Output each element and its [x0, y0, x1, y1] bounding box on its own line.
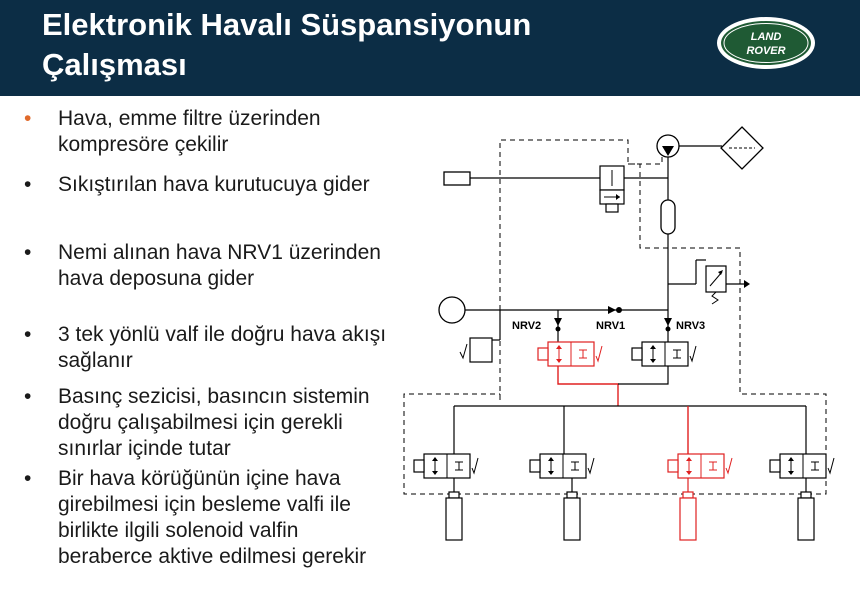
bullet-text: Sıkıştırılan hava kurutucuya gider: [58, 173, 370, 196]
bullet-marker: •: [24, 241, 32, 264]
bullet-marker: •: [24, 173, 32, 196]
corner-valve-rear-left-icon: [667, 453, 733, 479]
corner-valve-front-right-icon: [529, 453, 595, 479]
air-spring-rear-left-icon: [679, 477, 697, 541]
bullet-item: • Basınç sezicisi, basıncın sistemin doğ…: [24, 384, 394, 462]
bullet-item: • 3 tek yönlü valf ile doğru hava akışı …: [24, 322, 394, 374]
exhaust-silencer-icon: [443, 171, 471, 186]
air-spring-front-right-icon: [563, 477, 581, 541]
nrv2-check-valve-icon: [554, 318, 562, 332]
air-reservoir-icon: [438, 296, 466, 324]
valve-block-outline: [403, 139, 827, 495]
dryer-icon: [660, 199, 676, 235]
exhaust-valve-icon: [599, 165, 625, 213]
nrv1-label: NRV1: [596, 320, 625, 332]
air-spring-front-left-icon: [445, 477, 463, 541]
air-spring-rear-right-icon: [797, 477, 815, 541]
title-bar: Elektronik Havalı Süspansiyonun Çalışmas…: [0, 0, 860, 96]
bullet-marker: •: [24, 323, 32, 346]
bullet-text: 3 tek yönlü valf ile doğru hava akışı sa…: [58, 323, 387, 372]
supply-valve-icon: [537, 341, 603, 367]
pressure-relief-valve-icon: [668, 259, 750, 305]
nrv1-check-valve-icon: [608, 306, 622, 314]
bullet-marker: •: [24, 467, 32, 490]
nrv3-check-valve-icon: [664, 318, 672, 332]
corner-valve-rear-right-icon: [769, 453, 835, 479]
land-rover-logo: LAND ROVER: [717, 17, 815, 69]
vent-valve-icon: [631, 341, 697, 367]
bullet-marker: •: [24, 107, 32, 130]
logo-oval: [721, 21, 811, 65]
intake-filter-icon: [720, 126, 764, 170]
compressor-icon: [656, 134, 722, 158]
slide-title-line-1: Elektronik Havalı Süspansiyonun: [42, 7, 532, 42]
bullet-item: • Hava, emme filtre üzerinden kompresöre…: [24, 106, 394, 158]
bullet-text: Nemi alınan hava NRV1 üzerinden hava dep…: [58, 241, 381, 290]
bullet-text: Hava, emme filtre üzerinden kompresöre ç…: [58, 107, 321, 156]
bullet-item: • Bir hava körüğünün içine hava girebilm…: [24, 466, 394, 596]
bullet-text: Bir hava körüğünün içine hava girebilmes…: [58, 467, 367, 568]
nrv2-label: NRV2: [512, 320, 541, 332]
bullet-item: • Sıkıştırılan hava kurutucuya gider: [24, 172, 394, 224]
pneumatic-diagram: NRV1 NRV2 NRV3: [403, 126, 835, 541]
slide-title: Elektronik Havalı Süspansiyonun Çalışmas…: [42, 5, 682, 85]
logo-text-bottom: ROVER: [746, 45, 785, 57]
slide-title-line-2: Çalışması: [42, 47, 187, 82]
bullet-item: • Nemi alınan hava NRV1 üzerinden hava d…: [24, 240, 394, 318]
corner-valve-front-left-icon: [413, 453, 479, 479]
logo-text-top: LAND: [751, 31, 782, 43]
pressure-sensor-icon: [469, 337, 493, 363]
bullet-text: Basınç sezicisi, basıncın sistemin doğru…: [58, 385, 370, 460]
bullet-marker: •: [24, 385, 32, 408]
nrv3-label: NRV3: [676, 320, 705, 332]
